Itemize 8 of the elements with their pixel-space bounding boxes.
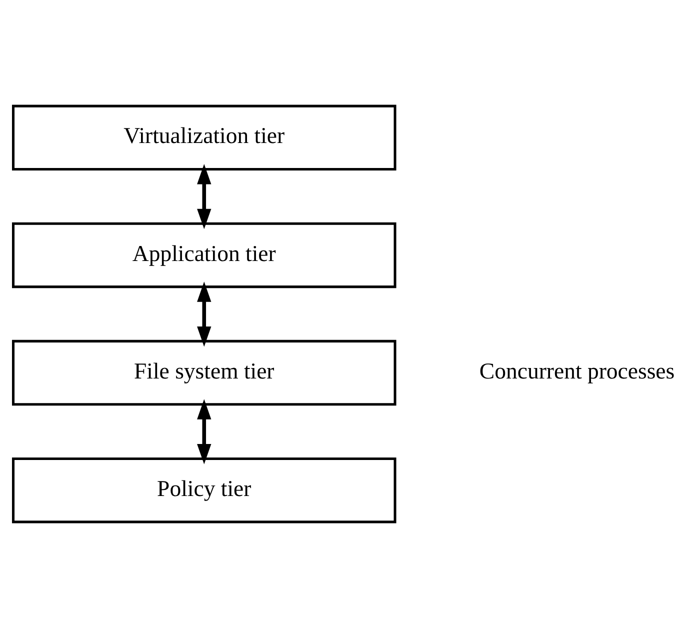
arrow — [197, 164, 212, 230]
node-box: Application tier — [12, 222, 396, 288]
label: Concurrent processes — [479, 358, 675, 384]
node-box: File system tier — [12, 340, 396, 406]
arrow — [197, 282, 212, 347]
arrow — [197, 399, 212, 464]
node-box: Policy tier — [12, 457, 396, 524]
node-box: Virtualization tier — [12, 104, 396, 171]
